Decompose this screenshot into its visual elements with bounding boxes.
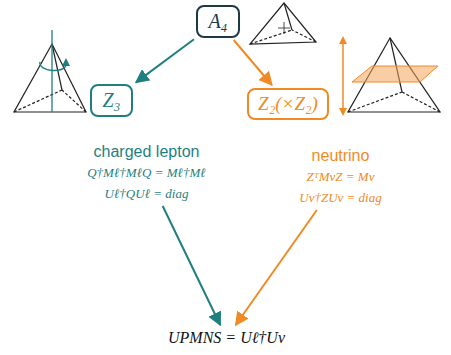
tetrahedron-rotation-icon	[14, 30, 86, 112]
tetra-center	[278, 28, 290, 29]
tetra-edge	[390, 38, 402, 92]
tetra-face	[348, 38, 440, 112]
sector-column: charged leptonQ†Mℓ†MℓQ = Mℓ†MℓUℓ†QUℓ = d…	[82, 141, 211, 204]
mirror-plane	[352, 66, 438, 82]
tetra-face	[14, 44, 86, 112]
node-label: neutrino	[312, 147, 370, 165]
tetra-edge	[52, 44, 62, 90]
subgroup-box: Z₂(×Z₂)	[247, 88, 329, 120]
tetrahedron-icon	[250, 3, 316, 44]
node-label: charged lepton	[94, 143, 200, 161]
formula-text: Q†Mℓ†MℓQ = Mℓ†Mℓ	[87, 165, 206, 181]
tetra-edge	[284, 3, 292, 30]
connector-arrow	[236, 210, 317, 325]
reflection-arrowhead	[339, 36, 347, 44]
rotation-arrowhead	[62, 58, 70, 66]
connector-arrow	[136, 39, 194, 82]
reflection-arrowhead	[339, 108, 347, 116]
sector-column: neutrinoZᵀMνZ = Mν Uν†ZUν = diag	[294, 145, 387, 208]
tetra-edge	[250, 30, 292, 44]
connector-arrow	[163, 206, 221, 325]
node-label: A₄	[208, 10, 227, 33]
reflection-arrow	[342, 40, 344, 112]
formula-text: Uν†ZUν = diag	[299, 190, 381, 206]
subgroup-box: Z₃	[90, 84, 133, 117]
tetra-edge	[62, 90, 86, 112]
tetra-edge	[348, 92, 402, 112]
node-label: UPMNS = Uℓ†Uν	[168, 329, 285, 347]
connector-arrow	[234, 40, 272, 85]
rotation-arrow	[40, 62, 66, 71]
node-label: Z₃	[102, 89, 120, 112]
tetra-edge	[402, 92, 440, 112]
node-label: Z₂(×Z₂)	[258, 93, 318, 115]
tetra-face	[250, 3, 316, 44]
result-formula: UPMNS = Uℓ†Uν	[163, 328, 290, 348]
tetra-edge	[292, 30, 316, 42]
formula-text: ZᵀMνZ = Mν	[307, 169, 375, 185]
tetrahedron-reflection-icon	[339, 36, 440, 116]
tetra-edge	[14, 90, 62, 112]
formula-text: Uℓ†QUℓ = diag	[105, 186, 189, 202]
group-box: A₄	[196, 5, 240, 38]
